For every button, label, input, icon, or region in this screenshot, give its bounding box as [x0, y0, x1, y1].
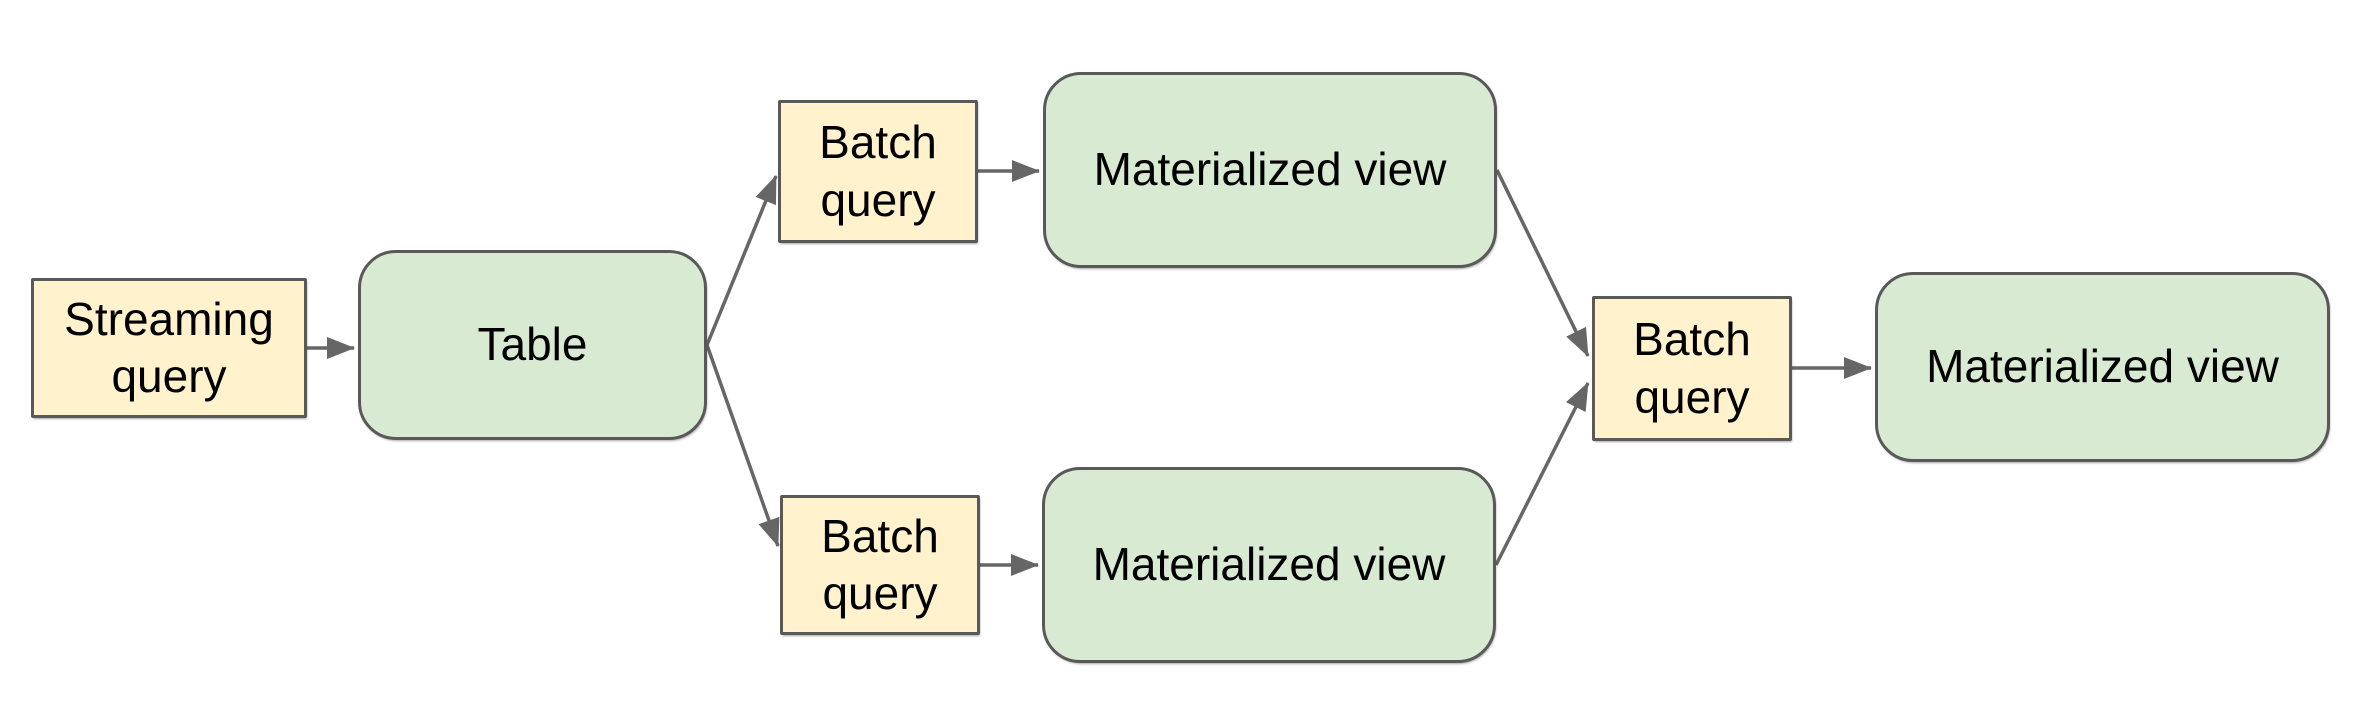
node-materialized-view-top-label: Materialized view	[1093, 143, 1447, 196]
node-batch-query-right-label: Batch query	[1633, 313, 1751, 423]
node-batch-query-top-label: Batch query	[819, 116, 937, 226]
node-batch-query-right: Batch query	[1592, 296, 1792, 441]
node-batch-query-bottom-label: Batch query	[821, 509, 939, 619]
node-streaming-query-label: Streaming query	[64, 292, 274, 402]
node-materialized-view-right-label: Materialized view	[1926, 340, 2279, 393]
node-materialized-view-right: Materialized view	[1875, 272, 2330, 462]
edge-table-to-batch-query-top	[705, 175, 778, 346]
node-streaming-query: Streaming query	[31, 278, 307, 418]
node-batch-query-bottom: Batch query	[780, 495, 980, 635]
node-batch-query-top: Batch query	[778, 100, 978, 243]
node-table-label: Table	[477, 318, 588, 371]
node-materialized-view-top: Materialized view	[1043, 72, 1497, 268]
edge-materialized-view-top-to-batch-query-right	[1495, 169, 1590, 357]
edge-materialized-view-bottom-to-batch-query-right	[1494, 382, 1590, 566]
node-materialized-view-bottom-label: Materialized view	[1092, 538, 1446, 591]
node-materialized-view-bottom: Materialized view	[1042, 467, 1496, 663]
node-table: Table	[358, 250, 707, 440]
edge-table-to-batch-query-bottom	[705, 344, 780, 547]
